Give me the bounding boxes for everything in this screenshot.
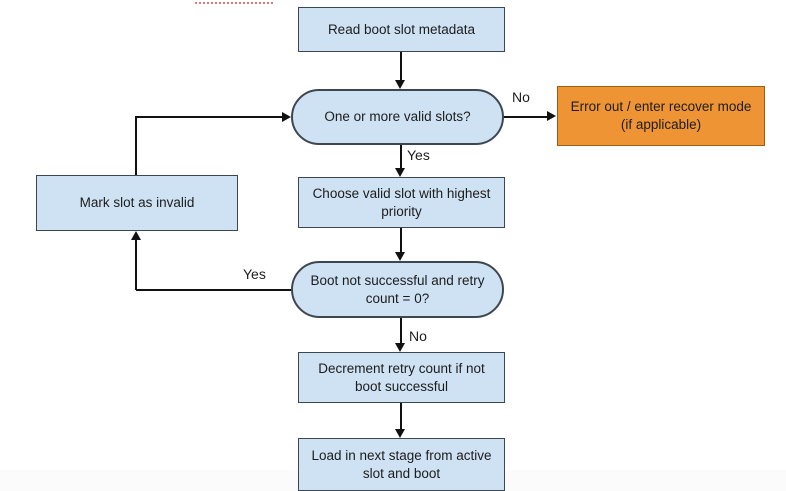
node-label: Error out / enter recover mode (if appli…: [570, 99, 752, 132]
arrowhead-down-icon: [395, 80, 405, 89]
arrowhead-down-icon: [395, 429, 405, 438]
arrow-mark-to-valid-segment: [135, 116, 284, 118]
edge-label-yes: Yes: [407, 147, 430, 163]
node-boot-not-successful-check: Boot not successful and retry count = 0?: [291, 261, 504, 318]
node-label: Load in next stage from active slot and …: [311, 447, 492, 481]
arrow-read-to-valid: [400, 52, 402, 82]
node-label: Decrement retry count if not boot succes…: [318, 360, 485, 394]
arrow-boot-to-mark-segment: [135, 239, 137, 290]
arrowhead-down-icon: [395, 168, 405, 177]
arrowhead-up-icon: [131, 231, 141, 240]
cropped-text-artifact: [195, 2, 273, 4]
edge-label-yes: Yes: [243, 266, 266, 282]
node-label: Boot not successful and retry count = 0?: [310, 272, 485, 306]
node-label: One or more valid slots?: [324, 109, 471, 125]
node-error-out-recover-mode: Error out / enter recover mode (if appli…: [557, 86, 765, 146]
node-load-next-stage: Load in next stage from active slot and …: [298, 438, 505, 491]
arrowhead-down-icon: [395, 252, 405, 261]
arrow-mark-to-valid-segment: [135, 116, 137, 175]
edge-label-no: No: [409, 328, 427, 344]
arrow-boot-to-decrement: [400, 318, 402, 344]
node-label: Mark slot as invalid: [79, 195, 195, 211]
edge-label-no: No: [512, 89, 530, 105]
arrow-decrement-to-load: [400, 403, 402, 430]
node-read-boot-slot-metadata: Read boot slot metadata: [298, 7, 505, 52]
node-mark-slot-invalid: Mark slot as invalid: [36, 175, 238, 231]
node-choose-valid-slot: Choose valid slot with highest priority: [298, 177, 505, 228]
node-label: Choose valid slot with highest priority: [312, 185, 491, 219]
node-decrement-retry-count: Decrement retry count if not boot succes…: [298, 352, 505, 403]
arrowhead-right-icon: [282, 112, 291, 122]
arrow-valid-to-error: [504, 116, 549, 118]
arrow-boot-to-mark-segment: [136, 289, 291, 291]
arrowhead-right-icon: [547, 111, 556, 121]
node-one-or-more-valid-slots: One or more valid slots?: [291, 89, 504, 145]
arrow-choose-to-boot: [400, 228, 402, 254]
node-label: Read boot slot metadata: [327, 21, 476, 37]
arrow-valid-to-choose: [400, 145, 402, 170]
arrowhead-down-icon: [395, 343, 405, 352]
